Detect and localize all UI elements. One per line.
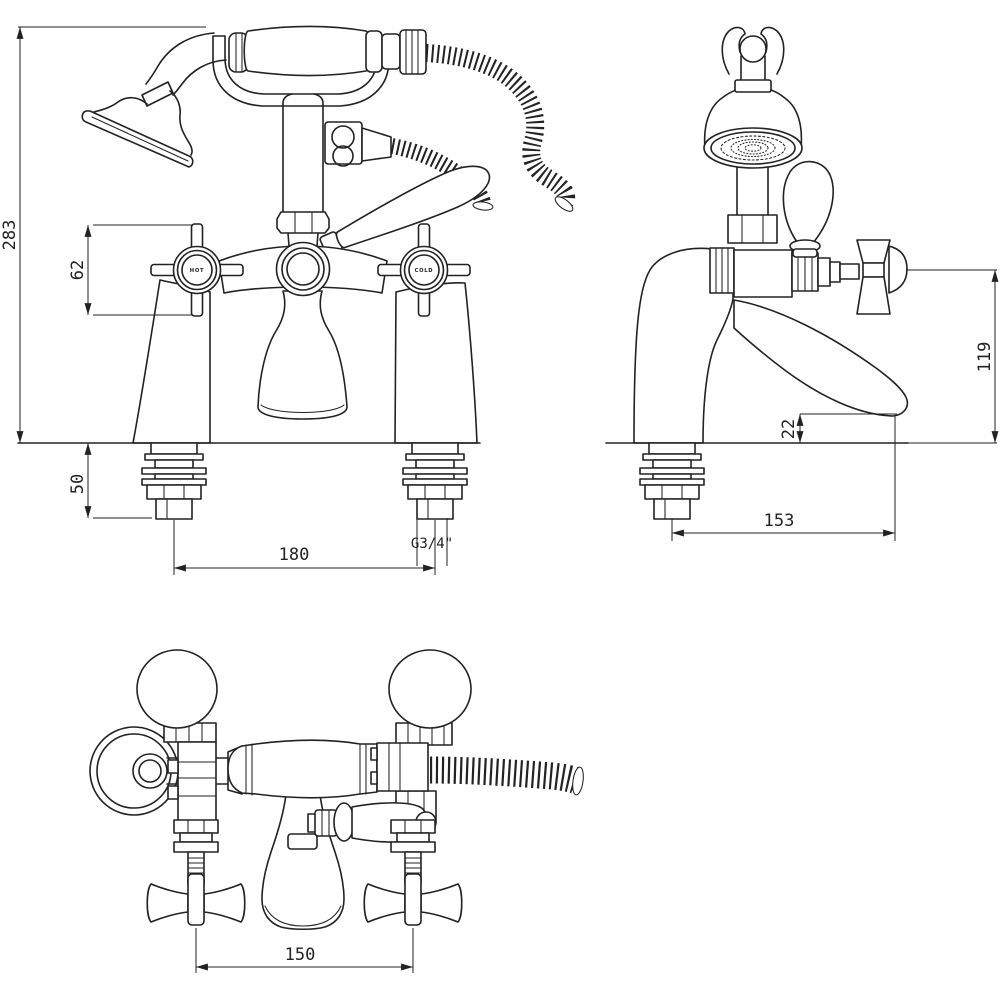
dim-overall-height: 283 <box>0 26 206 443</box>
dim-hole-centres-front-label: 180 <box>279 545 310 565</box>
hose-end-fitting <box>554 196 574 212</box>
dim-spout-height-label: 119 <box>975 342 995 373</box>
hot-label: HOT <box>190 268 204 274</box>
dim-spout-reach-label: 153 <box>764 511 795 531</box>
plan-cradle-block <box>376 742 429 792</box>
dim-overall-height-label: 283 <box>0 220 20 251</box>
diverter-lever <box>319 165 491 257</box>
spout-bell <box>257 290 348 420</box>
plan-left-cross-handle <box>146 873 246 926</box>
dim-thread-size-label: G3/4" <box>411 536 453 552</box>
handset-hook <box>721 26 746 75</box>
front-view: HOT COLD 283 62 50 180 <box>0 25 576 575</box>
side-view: 119 22 153 <box>605 26 999 541</box>
hose-elbow-connector <box>324 121 392 167</box>
right-leg <box>394 282 478 444</box>
hot-handle: HOT <box>150 223 244 317</box>
left-inlet-shank <box>141 442 207 520</box>
sprayface-rim <box>703 127 803 169</box>
cold-label: COLD <box>415 268 434 274</box>
handset-head <box>81 32 227 168</box>
hose-end-fitting <box>572 766 584 796</box>
plan-view: 150 <box>89 649 584 973</box>
dim-tip-clearance: 22 <box>779 413 897 443</box>
head-faceplate <box>81 110 194 168</box>
plan-right-cross-handle <box>363 873 463 926</box>
side-spout <box>733 299 909 417</box>
right-inlet-shank <box>402 442 468 520</box>
dim-thread-size: G3/4" <box>411 518 453 566</box>
plan-left-valve <box>163 722 217 823</box>
side-valve-body <box>709 247 860 298</box>
shower-hose-main <box>425 44 576 212</box>
dim-handle-height: 62 <box>68 224 192 316</box>
riser-column <box>276 93 330 247</box>
cold-handle: COLD <box>377 223 471 317</box>
dim-spout-reach: 153 <box>671 416 896 541</box>
handle-stem <box>839 263 860 280</box>
dim-hole-centres-plan-label: 150 <box>285 945 316 965</box>
plan-left-nut-stack <box>173 819 219 853</box>
side-riser-and-head <box>703 26 803 244</box>
dim-hole-centres-front: 180 <box>173 520 436 575</box>
side-diverter-lever <box>782 160 834 258</box>
dim-below-deck: 50 <box>68 443 152 519</box>
plan-hose <box>429 756 584 796</box>
dim-tip-clearance-label: 22 <box>779 419 799 439</box>
diverter-boss <box>275 241 331 297</box>
sprayface-nozzles <box>720 135 786 161</box>
dim-spout-height: 119 <box>906 269 999 444</box>
plan-right-dome <box>388 649 472 729</box>
dim-hole-centres-plan: 150 <box>195 928 414 973</box>
plan-right-nut-stack <box>390 819 436 853</box>
side-inlet-shank <box>639 442 705 520</box>
shower-handset <box>228 25 427 77</box>
hose-end-fitting <box>472 201 494 211</box>
plan-handset-grip <box>227 739 429 799</box>
dim-below-deck-label: 50 <box>68 474 88 494</box>
plan-left-dome <box>136 649 218 729</box>
spout-outlet <box>287 833 318 850</box>
shower-hose-short <box>390 138 494 211</box>
plan-handset-disc <box>89 726 243 816</box>
handle-end-cap <box>888 245 908 294</box>
head-collar <box>141 81 174 107</box>
side-cross-handle <box>856 239 908 315</box>
dim-handle-height-label: 62 <box>68 260 88 280</box>
